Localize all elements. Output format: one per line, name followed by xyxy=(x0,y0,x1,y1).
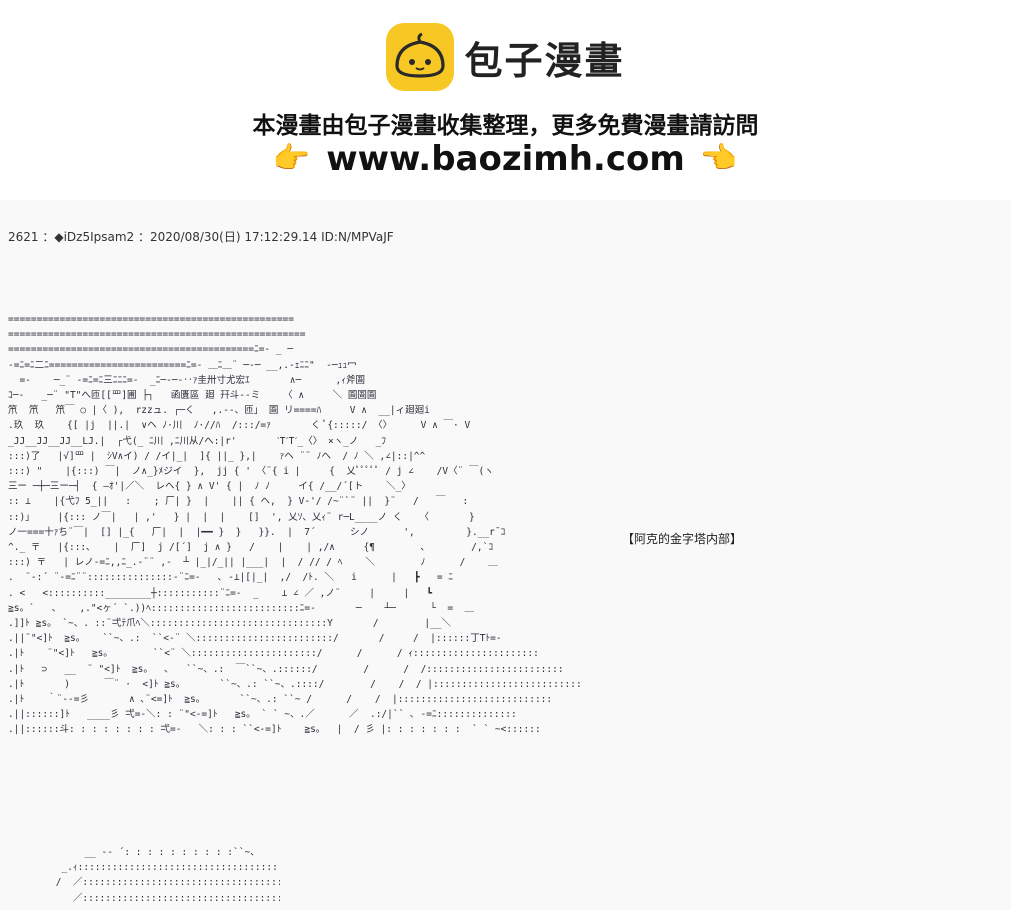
banner-tagline: 本漫畫由包子漫畫收集整理，更多免費漫畫請訪問 xyxy=(252,113,759,139)
site-banner: 包子漫畫 本漫畫由包子漫畫收集整理，更多免費漫畫請訪問 👉 www.baozim… xyxy=(0,0,1011,200)
ascii-art-bottom: __ -‐ ´: : : : : : : : : :``~、 _.ｨ::::::… xyxy=(55,847,280,904)
pointing-hand-icon: 👉 xyxy=(272,141,311,176)
pointing-hand-icon: 👉 xyxy=(700,141,739,176)
post-header: 2621 ：◆iDz5Ipsam2 ：2020/08/30(日) 17:12:2… xyxy=(8,230,394,244)
site-name[interactable]: 包子漫畫 xyxy=(464,38,625,83)
site-url-link[interactable]: www.baozimh.com xyxy=(326,139,685,179)
post-content: 2621 ：◆iDz5Ipsam2 ：2020/08/30(日) 17:12:2… xyxy=(0,200,1011,910)
bun-mascot-icon[interactable] xyxy=(386,23,455,91)
logo-row[interactable]: 包子漫畫 xyxy=(0,22,1011,92)
ascii-art: ========================================… xyxy=(8,314,582,736)
site-url-row[interactable]: 👉 www.baozimh.com 👉 xyxy=(0,138,1011,180)
scene-caption: 【阿克的金字塔内部】 xyxy=(622,532,743,546)
